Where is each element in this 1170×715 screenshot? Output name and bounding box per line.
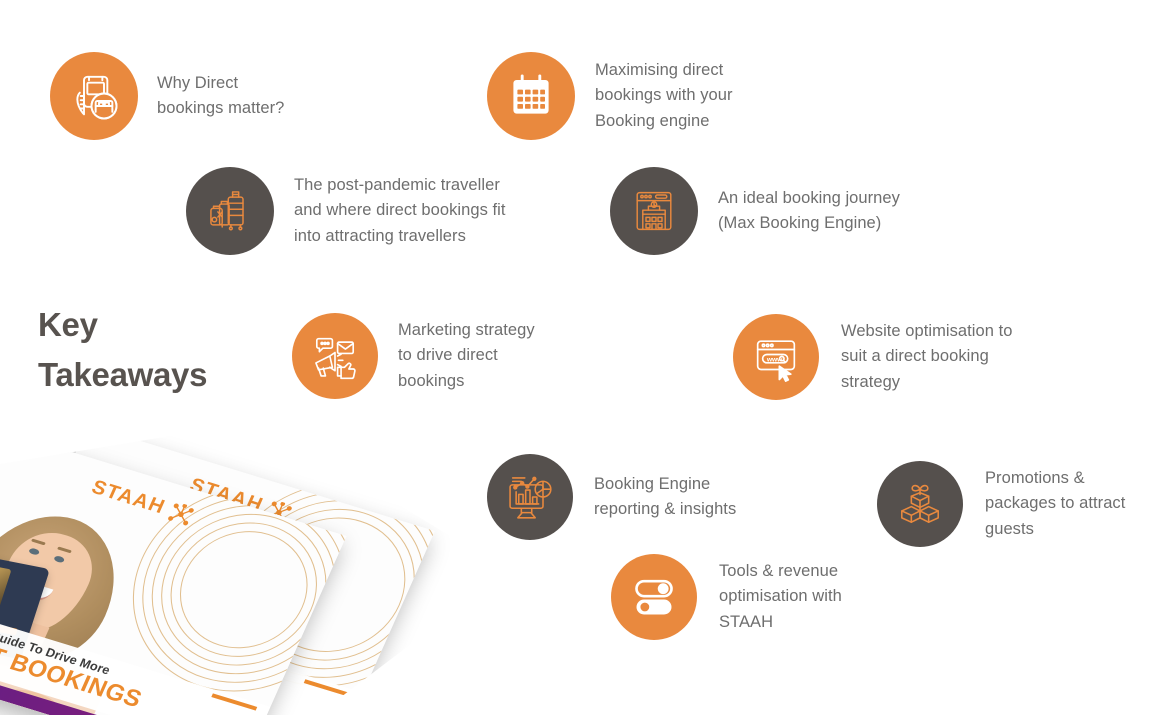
takeaway-item-marketing-strategy[interactable]: Marketing strategy to drive direct booki…	[292, 313, 598, 399]
takeaway-item-maximising-direct-bookings[interactable]: Maximising direct bookings with your Boo…	[487, 52, 835, 140]
key-takeaways-infographic: STAAH	[0, 52, 1170, 715]
page-title-line-1: Key	[38, 306, 98, 343]
takeaway-item-ideal-booking-journey[interactable]: An ideal booking journey (Max Booking En…	[610, 167, 948, 255]
staah-node-symbol-front	[168, 503, 195, 526]
takeaway-label: Tools & revenue optimisation with STAAH	[719, 561, 842, 631]
takeaway-label: Booking Engine reporting & insights	[594, 474, 737, 519]
page-title: Key Takeaways	[38, 300, 268, 399]
takeaway-label: The post-pandemic traveller and where di…	[294, 175, 506, 245]
toggle-switches-icon	[611, 554, 697, 640]
browser-www-cursor-icon: www.	[733, 314, 819, 400]
ebook-front-copy: STAAH	[0, 427, 347, 715]
takeaway-label: Website optimisation to suit a direct bo…	[841, 321, 1013, 391]
calendar-icon	[487, 52, 575, 140]
takeaway-label: Maximising direct bookings with your Boo…	[595, 60, 733, 130]
megaphone-marketing-icon	[292, 313, 378, 399]
monitor-analytics-chart-icon	[487, 454, 573, 540]
takeaway-item-promotions-packages[interactable]: Promotions & packages to attract guests	[877, 461, 1170, 547]
takeaway-label: An ideal booking journey (Max Booking En…	[718, 188, 900, 233]
svg-text:www.: www.	[766, 357, 784, 364]
takeaway-item-booking-engine-reporting[interactable]: Booking Engine reporting & insights	[487, 454, 809, 540]
luggage-suitcases-icon	[186, 167, 274, 255]
takeaway-item-website-optimisation[interactable]: www. Website optimisation to suit a dire…	[733, 314, 1071, 400]
staah-wordmark-front: STAAH	[88, 476, 169, 519]
takeaway-label: Marketing strategy to drive direct booki…	[398, 320, 535, 390]
staah-logo-front: STAAH	[88, 476, 197, 527]
takeaway-item-post-pandemic-traveller[interactable]: The post-pandemic traveller and where di…	[186, 167, 549, 255]
takeaway-label: Why Direct bookings matter?	[157, 73, 285, 118]
browser-hotel-building-icon	[610, 167, 698, 255]
ebook-mockup-image: STAAH	[0, 415, 530, 715]
gift-boxes-icon	[877, 461, 963, 547]
page-title-line-2: Takeaways	[38, 355, 208, 393]
takeaway-item-why-direct-bookings-matter[interactable]: Why Direct bookings matter?	[50, 52, 387, 140]
takeaway-label: Promotions & packages to attract guests	[985, 468, 1126, 538]
takeaway-item-tools-revenue-optimisation[interactable]: Tools & revenue optimisation with STAAH	[611, 554, 919, 640]
hand-holding-phone-bed-icon	[50, 52, 138, 140]
